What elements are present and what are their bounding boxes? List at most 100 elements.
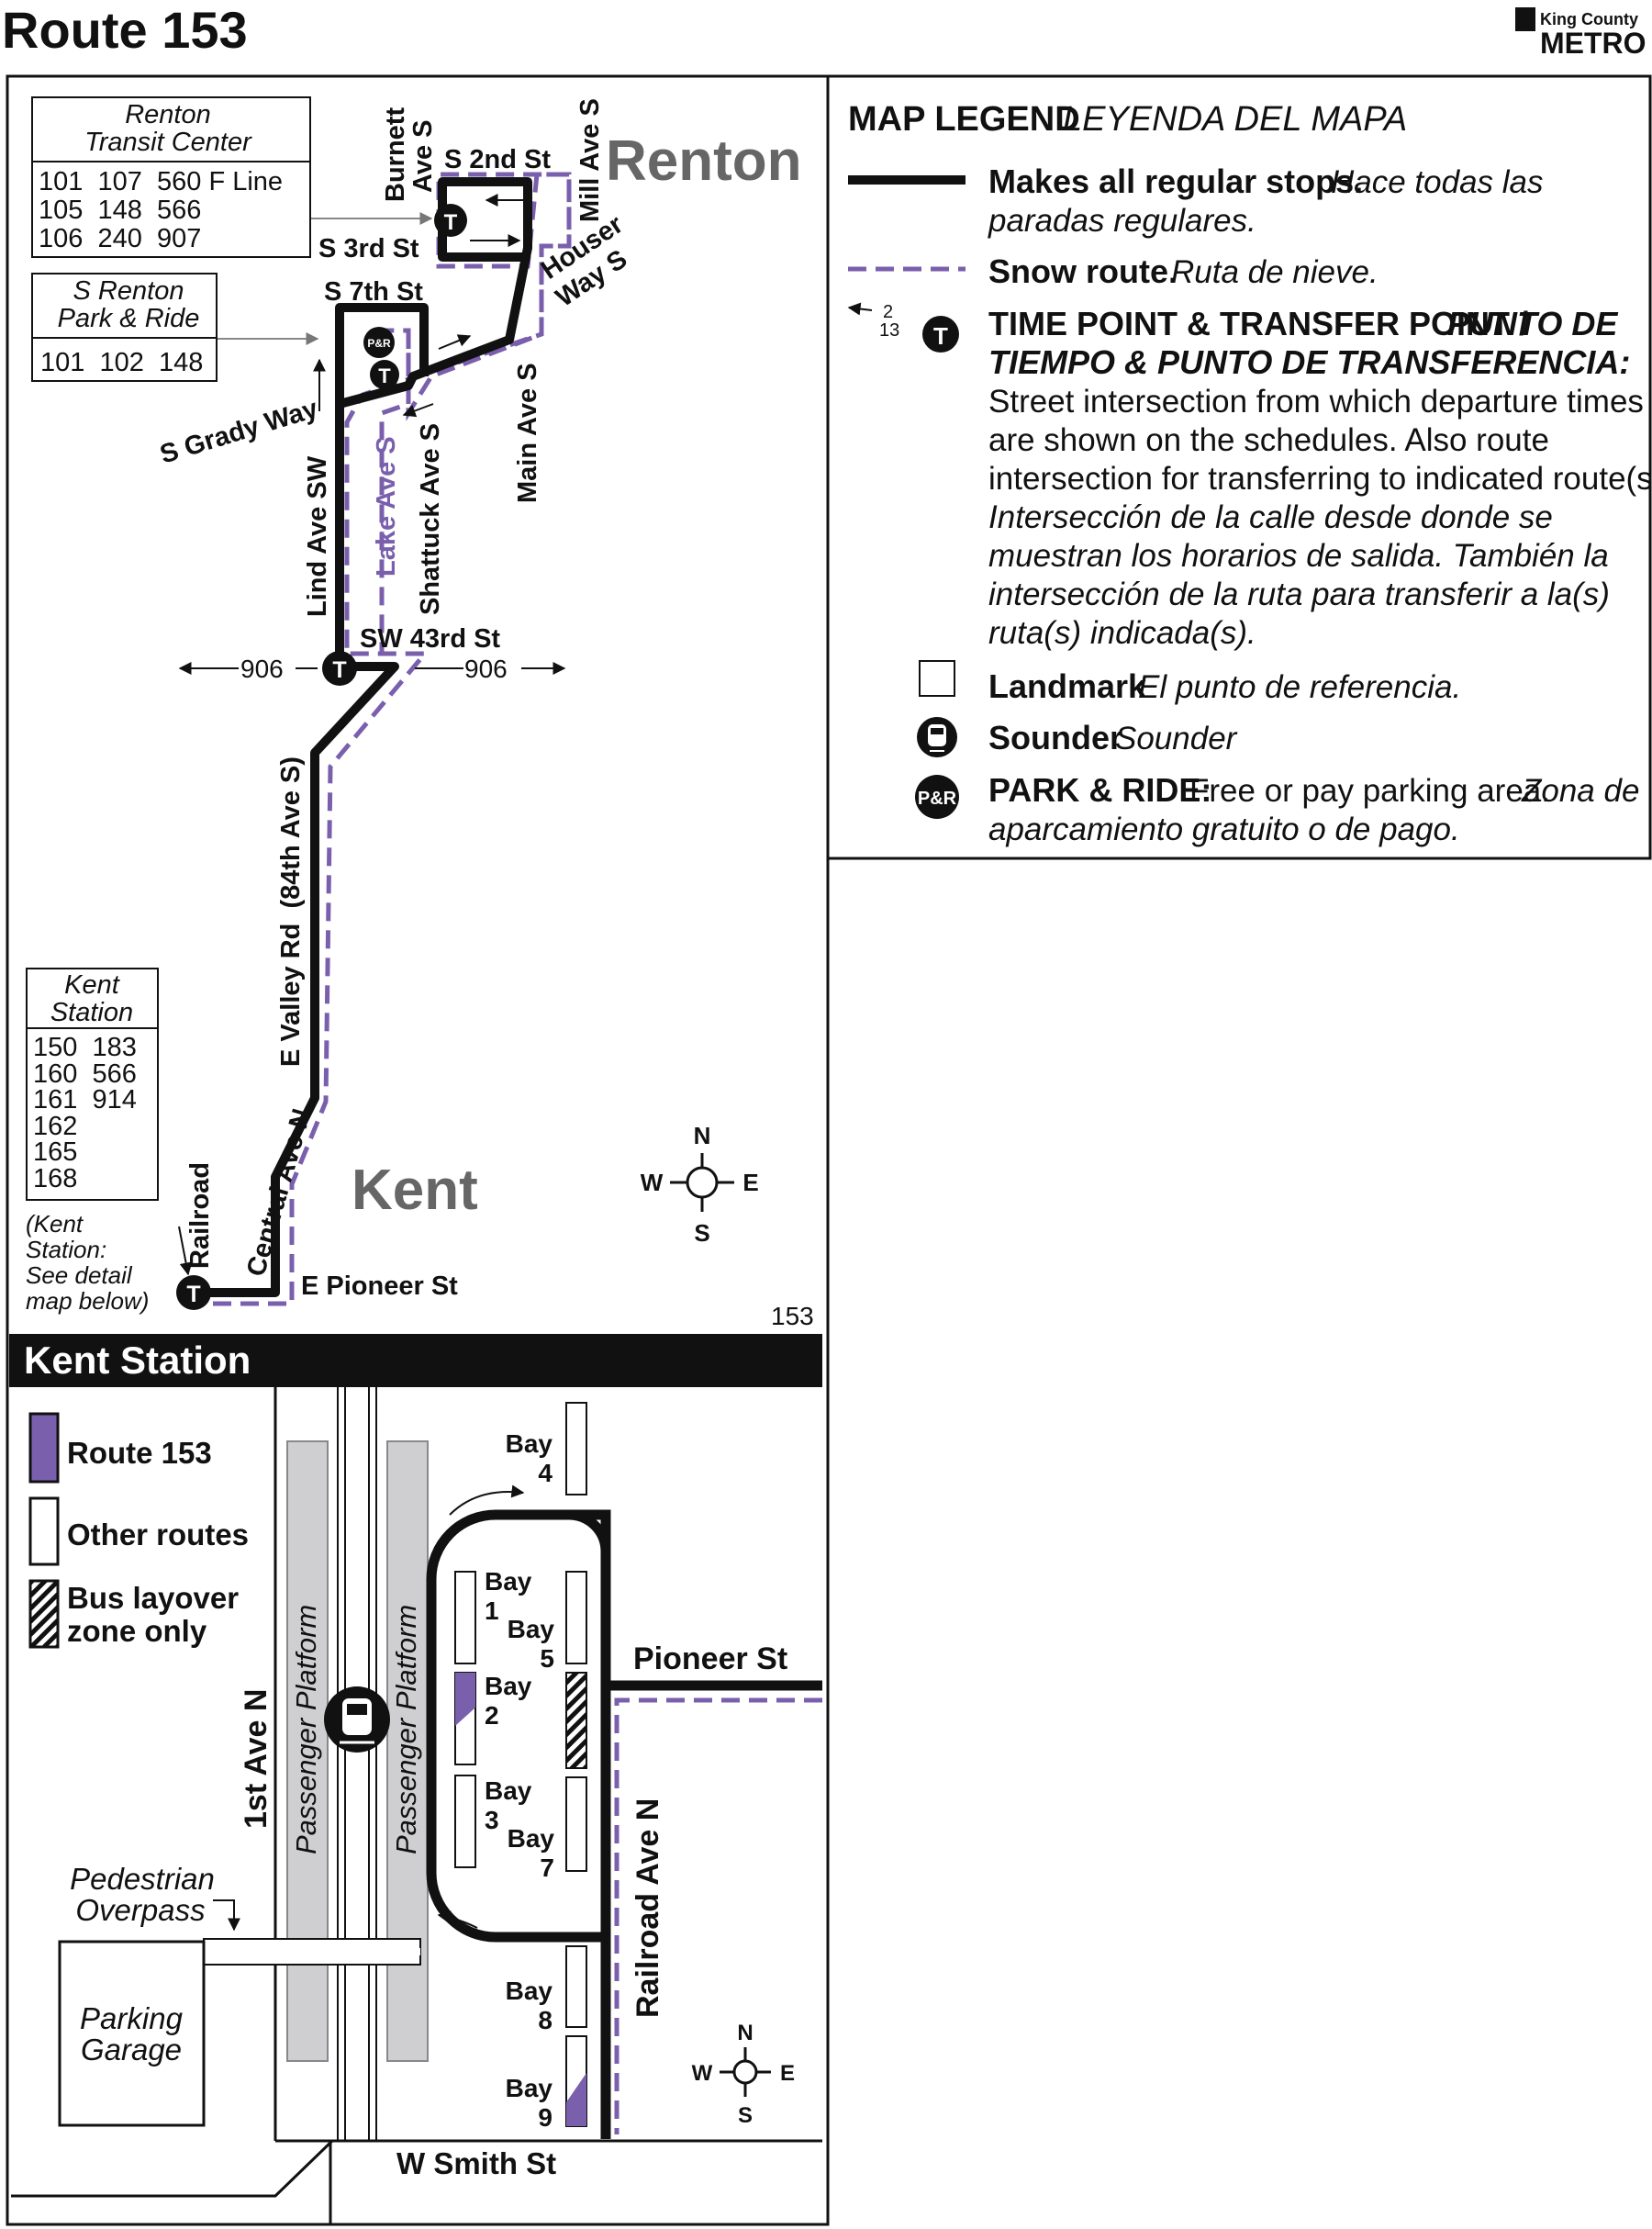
legend-landmark-es: El punto de referencia. bbox=[1138, 669, 1461, 705]
svg-text:T: T bbox=[933, 322, 948, 350]
garage-label2: Garage bbox=[81, 2033, 182, 2067]
compass-w: W bbox=[692, 2061, 713, 2086]
overpass-label2: Overpass bbox=[75, 1893, 205, 1927]
legend-tp-small2: 13 bbox=[879, 320, 899, 341]
legend-pr-label: PARK & RIDE: bbox=[988, 771, 1211, 809]
box-title: S Renton bbox=[73, 276, 184, 306]
bay-number: 7 bbox=[540, 1854, 554, 1882]
box-title: Renton bbox=[125, 100, 211, 129]
street-railroad-ave: Railroad Ave N bbox=[631, 1798, 665, 2018]
legend-tp-desc-es: intersección de la ruta para transferir … bbox=[988, 577, 1610, 612]
bay-label: Bay bbox=[485, 1776, 532, 1805]
legend-title-es: LEYENDA DEL MAPA bbox=[1063, 100, 1407, 139]
snow-route-detail bbox=[614, 1697, 822, 2134]
street-burnett: Burnett bbox=[381, 107, 410, 202]
bay-label: Bay bbox=[508, 1615, 555, 1643]
street-e-pioneer: E Pioneer St bbox=[301, 1271, 458, 1301]
street-s-2nd: S 2nd St bbox=[444, 145, 551, 174]
compass-rose-icon: N S E W bbox=[641, 1122, 759, 1247]
metro-logo: King County METRO bbox=[1515, 7, 1646, 60]
legend-tp-desc-es: muestran los horarios de salida. También… bbox=[988, 538, 1609, 574]
bay-label: Bay bbox=[506, 2074, 553, 2102]
kent-note: (Kent Station: See detail map below) bbox=[26, 1210, 149, 1315]
bay-label: Bay bbox=[506, 1977, 553, 2005]
direction-arrow bbox=[178, 1226, 193, 1276]
snow-route-line bbox=[213, 172, 572, 1306]
direction-arrow bbox=[438, 334, 472, 350]
bay-number: 9 bbox=[538, 2103, 553, 2132]
bay-label: Bay bbox=[485, 1567, 532, 1596]
street-mill: Mill Ave S bbox=[575, 98, 605, 222]
svg-text:T: T bbox=[332, 657, 346, 683]
bay-6-layover bbox=[565, 1672, 587, 1769]
bay-number: 1 bbox=[485, 1596, 499, 1625]
key-layover-label2: zone only bbox=[67, 1614, 207, 1648]
timepoint-kent-station: T bbox=[176, 1275, 211, 1310]
key-other-swatch bbox=[28, 1496, 60, 1566]
legend-frame bbox=[826, 74, 1652, 860]
route-map: T T P&R T T 906 906 Renton Transit Cente… bbox=[26, 96, 814, 1330]
bay-label: Bay bbox=[506, 1429, 553, 1458]
legend-timepoint-icon: 2 13 T bbox=[847, 302, 959, 353]
svg-text:T: T bbox=[378, 364, 391, 387]
legend-snow-es: Ruta de nieve. bbox=[1171, 254, 1379, 290]
timepoint-renton-tc: T bbox=[434, 204, 467, 237]
legend-pr-desc: Free or pay parking area. bbox=[1189, 773, 1550, 809]
box-title: Park & Ride bbox=[58, 304, 200, 333]
compass-s: S bbox=[738, 2103, 753, 2128]
key-route-label: Route 153 bbox=[67, 1436, 212, 1470]
legend-tp-desc: are shown on the schedules. Also route bbox=[988, 422, 1549, 458]
legend-tp-desc: Street intersection from which departure… bbox=[988, 384, 1644, 420]
platform-label-east: Passenger Platform bbox=[390, 1605, 422, 1854]
platform-label-west: Passenger Platform bbox=[290, 1605, 322, 1854]
svg-text:T: T bbox=[444, 210, 458, 235]
note-line: See detail bbox=[26, 1261, 133, 1289]
loop-arrow-out bbox=[437, 1910, 478, 1929]
kent-station-detail: Kent Station Route 153 Other routes Bus … bbox=[9, 1334, 822, 2224]
note-line: (Kent bbox=[26, 1210, 84, 1238]
pr-icon-text: P&R bbox=[918, 789, 957, 809]
legend-title: MAP LEGEND bbox=[848, 100, 1080, 139]
bus-loop-road bbox=[426, 1509, 611, 1943]
box-row: 161 914 bbox=[33, 1085, 137, 1114]
box-title: Station bbox=[50, 998, 133, 1027]
legend-regular-es2: paradas regulares. bbox=[988, 203, 1256, 239]
legend-tp-title-es2: TIEMPO & PUNTO DE TRANSFERENCIA: bbox=[988, 343, 1630, 381]
compass-e: E bbox=[742, 1169, 758, 1196]
park-ride-legend-icon: P&R bbox=[915, 775, 959, 819]
map-legend: MAP LEGEND LEYENDA DEL MAPA Makes all re… bbox=[847, 100, 1652, 847]
box-row: 105 148 566 bbox=[39, 196, 201, 225]
compass-n: N bbox=[737, 2021, 753, 2045]
overpass-pointer bbox=[213, 1899, 240, 1932]
box-title: Transit Center bbox=[84, 128, 252, 157]
svg-text:T: T bbox=[186, 1282, 200, 1307]
brand-bottom: METRO bbox=[1540, 27, 1646, 60]
street-s-3rd: S 3rd St bbox=[318, 234, 419, 263]
detail-title: Kent Station bbox=[24, 1339, 251, 1382]
bay-label: Bay bbox=[508, 1824, 555, 1853]
bay-number: 8 bbox=[538, 2006, 553, 2034]
legend-pr-es: Zona de bbox=[1521, 773, 1639, 809]
box-row: 168 bbox=[33, 1164, 77, 1193]
street-railroad: Railroad bbox=[185, 1162, 215, 1269]
box-row: 150 183 bbox=[33, 1033, 137, 1062]
timepoint-sw-43rd: T bbox=[322, 651, 357, 686]
key-layover-label: Bus layover bbox=[67, 1581, 239, 1615]
legend-sounder-es: Sounder bbox=[1115, 721, 1238, 756]
note-line: Station: bbox=[26, 1236, 106, 1263]
compass-rose-detail-icon: N S E W bbox=[692, 2021, 795, 2128]
svg-text:P&R: P&R bbox=[367, 337, 391, 350]
legend-regular-es: Hace todas las bbox=[1331, 164, 1544, 200]
box-row: 162 bbox=[33, 1112, 77, 1141]
street-main: Main Ave S bbox=[513, 363, 542, 503]
rail-tracks bbox=[337, 1387, 377, 2141]
street-1st-ave: 1st Ave N bbox=[239, 1689, 273, 1829]
route-906-left-label: 906 bbox=[240, 655, 284, 683]
